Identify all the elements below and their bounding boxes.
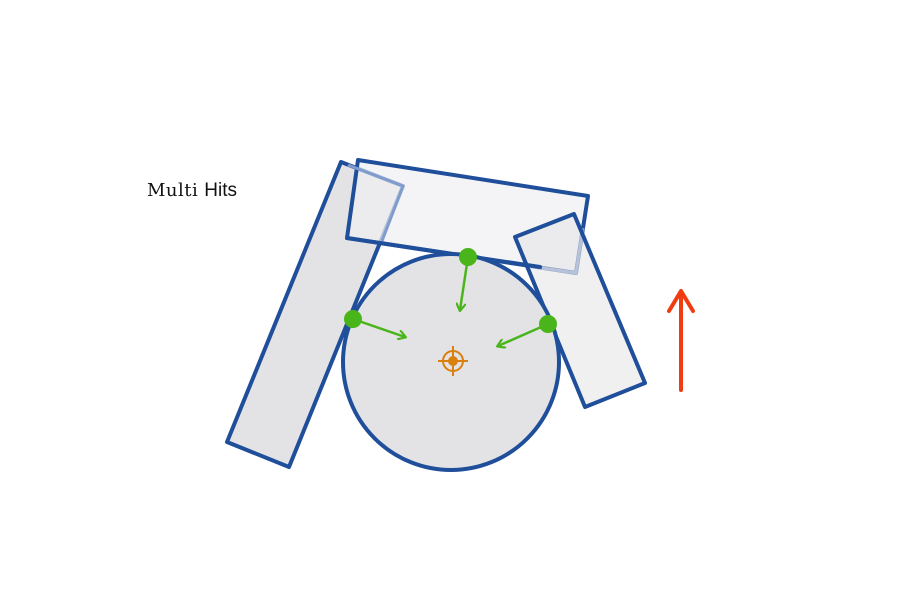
right-slanted-box — [513, 212, 647, 409]
contact-point-top — [459, 248, 477, 266]
arrow-up-icon — [667, 289, 695, 392]
contact-point-left — [344, 310, 362, 328]
title-word-multi: Multi — [147, 180, 199, 201]
left-box-overlap-edge — [347, 163, 405, 242]
title-word-hits: Hits — [204, 180, 238, 201]
crosshair-target-icon — [438, 346, 468, 376]
contact-point-right — [539, 315, 557, 333]
normal-arrow-right — [498, 322, 549, 346]
normal-arrow-left — [352, 317, 405, 337]
